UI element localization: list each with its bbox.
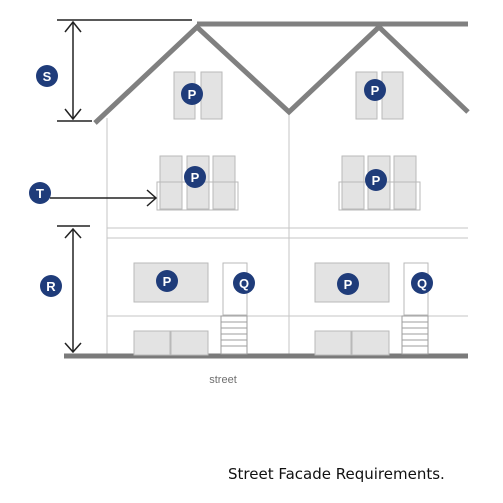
figure-caption: Street Facade Requirements. <box>228 465 445 483</box>
badge-p-attic-left-label: P <box>188 87 197 102</box>
dimension-r-arrow-bottom <box>64 342 82 354</box>
badge-p-attic-right: P <box>364 79 386 101</box>
dimension-s-arrow-top <box>64 20 82 33</box>
badge-t-label: T <box>36 186 44 201</box>
badge-q-right-label: Q <box>417 276 427 291</box>
pointer-arrow-t-head <box>146 189 158 207</box>
badge-q-left: Q <box>233 272 255 294</box>
badge-p-ground-left: P <box>156 270 178 292</box>
dimension-r <box>57 225 90 354</box>
roof-outline <box>93 23 470 125</box>
badge-r: R <box>40 275 62 297</box>
badge-p-attic-right-label: P <box>371 83 380 98</box>
street-label: street <box>209 374 237 386</box>
badge-s-label: S <box>43 69 52 84</box>
stairs-left <box>220 315 248 355</box>
badge-p-first-right-label: P <box>372 173 381 188</box>
basement-window-right <box>314 330 390 356</box>
building-walls <box>106 110 468 355</box>
badge-q-right: Q <box>411 272 433 294</box>
stairs-right <box>401 315 429 355</box>
dimension-s-arrow-bottom <box>64 108 82 121</box>
badge-p-ground-right: P <box>337 273 359 295</box>
dimension-s <box>57 19 192 122</box>
badge-p-first-left: P <box>184 166 206 188</box>
badge-r-label: R <box>46 279 56 294</box>
dimension-r-arrow-top <box>64 227 82 239</box>
badge-p-first-left-label: P <box>191 170 200 185</box>
basement-window-left <box>133 330 209 356</box>
badge-p-first-right: P <box>365 169 387 191</box>
badge-q-left-label: Q <box>239 276 249 291</box>
badge-p-ground-right-label: P <box>344 277 353 292</box>
badge-p-ground-left-label: P <box>163 274 172 289</box>
badge-s: S <box>36 65 58 87</box>
badge-t: T <box>29 182 51 204</box>
pointer-arrow-t <box>50 189 158 207</box>
badge-p-attic-left: P <box>181 83 203 105</box>
